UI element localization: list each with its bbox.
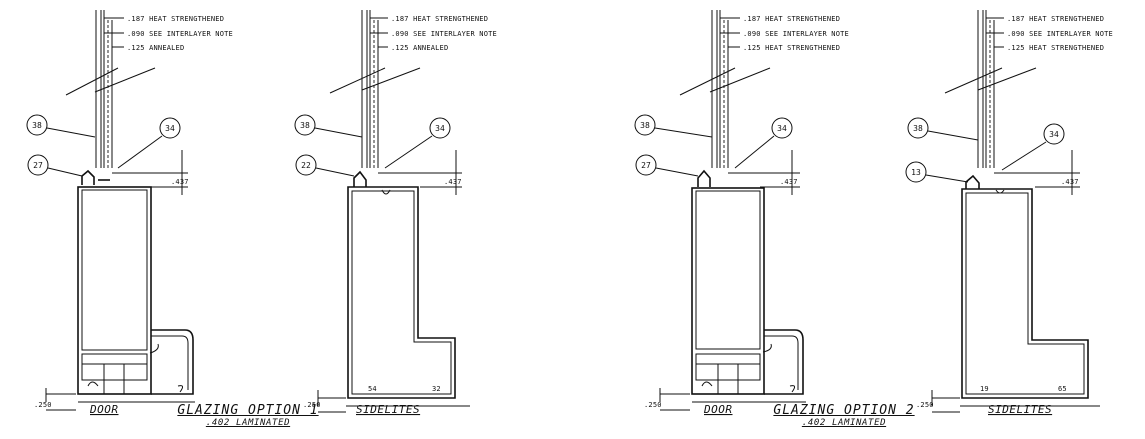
option1-sidelites-detail	[294, 10, 470, 413]
option2-subcaption: .402 LAMINATED	[801, 418, 887, 428]
opt1-door-dim-base: .250	[34, 401, 52, 409]
option1-caption-block: GLAZING OPTION 1 .402 LAMINATED	[148, 403, 348, 428]
opt1-side-callout-2: 34	[435, 124, 445, 133]
option2-door-detail	[634, 10, 806, 411]
opt2-door-label: DOOR	[703, 403, 733, 416]
option1-caption: GLAZING OPTION 1	[177, 403, 319, 418]
opt2-door-note-2: .090 SEE INTERLAYER NOTE	[743, 30, 849, 38]
opt1-side-label: SIDELITES	[356, 403, 420, 416]
opt2-side-label: SIDELITES	[988, 403, 1052, 416]
opt2-door-note-3: .125 HEAT STRENGTHENED	[743, 44, 840, 52]
option2-caption-block: GLAZING OPTION 2 .402 LAMINATED	[744, 403, 944, 428]
opt1-side-dim-base: .250	[303, 401, 321, 409]
opt1-door-dim-side: .437	[171, 178, 189, 186]
opt2-side-note-1: .187 HEAT STRENGTHENED	[1007, 15, 1104, 23]
opt2-side-dim-side: .437	[1061, 178, 1079, 186]
option2-caption: GLAZING OPTION 2	[773, 403, 915, 418]
opt1-side-callout-1: 38	[300, 121, 310, 130]
opt1-side-dim-side: .437	[444, 178, 462, 186]
opt1-side-base-mark-1: 54	[368, 385, 377, 393]
opt2-door-dim-side: .437	[780, 178, 798, 186]
opt1-side-note-1: .187 HEAT STRENGTHENED	[391, 15, 488, 23]
opt2-door-callout-2: 34	[777, 124, 787, 133]
opt1-door-label: DOOR	[89, 403, 119, 416]
opt1-side-note-2: .090 SEE INTERLAYER NOTE	[391, 30, 497, 38]
opt1-door-note-1: .187 HEAT STRENGTHENED	[127, 15, 224, 23]
opt2-side-base-mark-2: 65	[1058, 385, 1067, 393]
opt2-side-base-mark-1: 19	[980, 385, 989, 393]
opt1-door-callout-3: 27	[33, 161, 43, 170]
opt1-door-note-3: .125 ANNEALED	[127, 44, 184, 52]
opt2-door-callout-1: 38	[640, 121, 650, 130]
opt1-side-callout-3: 22	[301, 161, 311, 170]
opt2-door-callout-3: 27	[641, 161, 651, 170]
opt1-door-note-2: .090 SEE INTERLAYER NOTE	[127, 30, 233, 38]
opt1-door-callout-2: 34	[165, 124, 175, 133]
opt1-side-base-mark-2: 32	[432, 385, 441, 393]
option1-door-detail	[26, 10, 195, 411]
opt2-side-callout-3: 13	[911, 168, 921, 177]
opt2-side-note-3: .125 HEAT STRENGTHENED	[1007, 44, 1104, 52]
option2-sidelites-detail	[905, 10, 1100, 413]
opt2-side-note-2: .090 SEE INTERLAYER NOTE	[1007, 30, 1113, 38]
opt2-door-note-1: .187 HEAT STRENGTHENED	[743, 15, 840, 23]
option1-subcaption: .402 LAMINATED	[205, 418, 291, 428]
opt1-door-callout-1: 38	[32, 121, 42, 130]
opt2-door-dim-base: .250	[644, 401, 662, 409]
opt2-side-callout-1: 38	[913, 124, 923, 133]
opt2-side-callout-2: 34	[1049, 130, 1059, 139]
opt1-side-note-3: .125 ANNEALED	[391, 44, 448, 52]
opt2-side-dim-base: .250	[916, 401, 934, 409]
